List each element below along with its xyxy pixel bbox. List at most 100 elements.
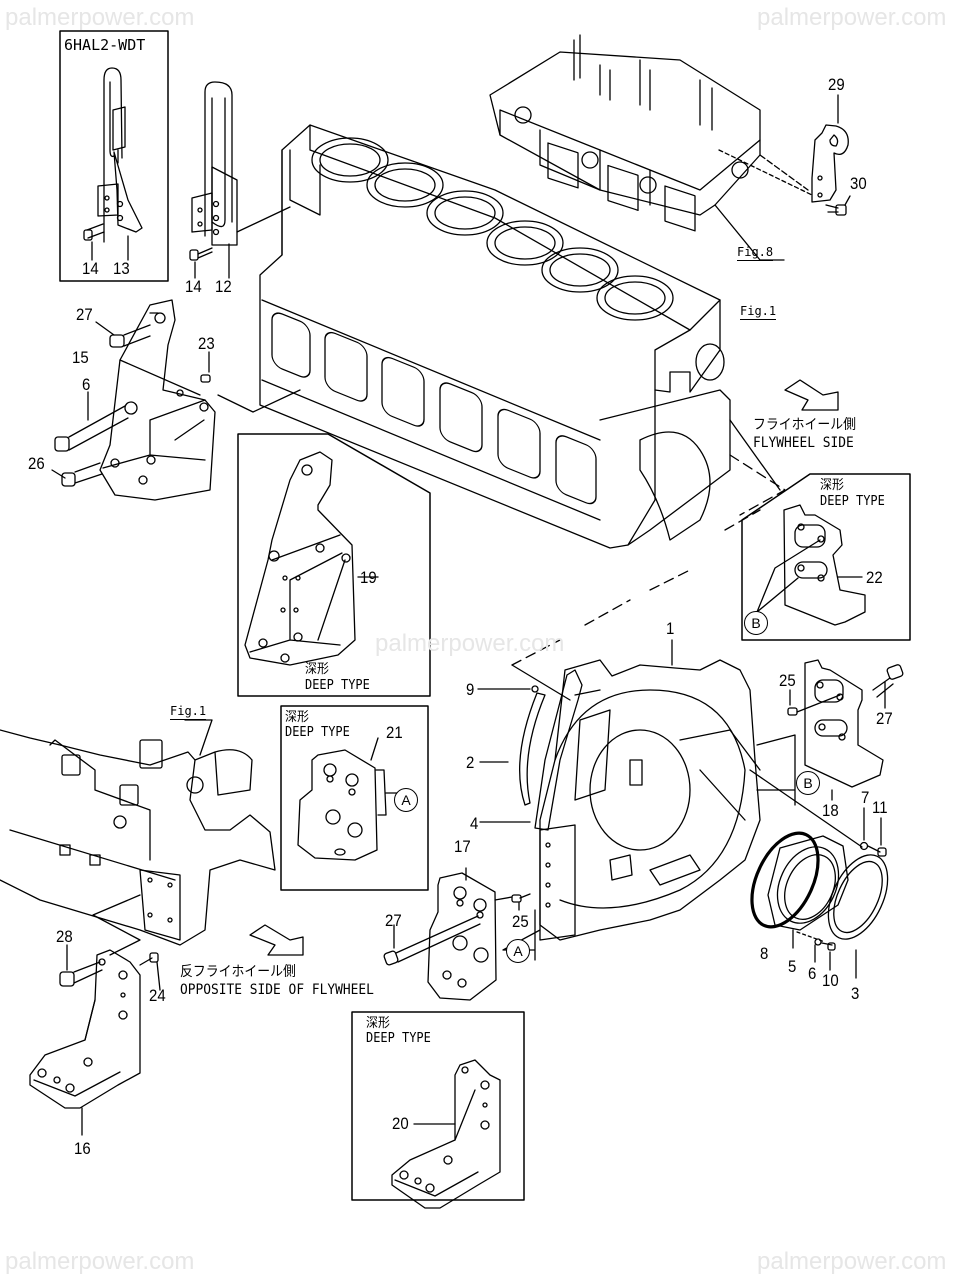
- dowel-24: [139, 952, 161, 991]
- part-label[interactable]: 22: [866, 568, 883, 587]
- ref-marker-b: B: [796, 771, 820, 795]
- opposite-side-label-en: OPPOSITE SIDE OF FLYWHEEL: [180, 982, 374, 998]
- part-label[interactable]: 6: [82, 375, 91, 394]
- dowel-25-right: [787, 689, 841, 716]
- bolt-14-left: [83, 223, 129, 261]
- engine-mount-bracket-18: [804, 659, 884, 801]
- leader-lines: [92, 894, 141, 956]
- bolt-30: [825, 195, 851, 216]
- gasket-4: [534, 669, 583, 831]
- part-label[interactable]: 25: [779, 671, 796, 690]
- bolt-10: [821, 942, 836, 971]
- part-label[interactable]: 28: [56, 927, 73, 946]
- inset-box-model-variant: [59, 30, 169, 282]
- part-label[interactable]: 12: [215, 277, 232, 296]
- engine-mount-bracket-21: [297, 737, 399, 861]
- dashed-assembly-line: [511, 569, 691, 666]
- washer-7: [859, 807, 869, 851]
- bolt-26: [51, 462, 103, 487]
- ref-marker-a: A: [506, 939, 530, 963]
- part-label[interactable]: 27: [385, 911, 402, 930]
- part-label[interactable]: 6: [808, 964, 817, 983]
- flywheel-side-label-en: FLYWHEEL SIDE: [753, 435, 854, 451]
- part-label[interactable]: 14: [185, 277, 202, 296]
- bolt-28: [59, 944, 103, 987]
- flywheel-side-label-jp: フライホイール側: [753, 417, 857, 433]
- bolt-27-mid: [383, 915, 481, 966]
- part-label[interactable]: 2: [466, 753, 475, 772]
- leader-lines: [479, 639, 673, 823]
- part-label[interactable]: 14: [82, 259, 99, 278]
- cylinder-block: [259, 124, 781, 549]
- part-label[interactable]: 26: [28, 454, 45, 473]
- watermark: palmerpower.com: [5, 4, 195, 31]
- figure-ref-fig8[interactable]: Fig.8: [737, 245, 774, 261]
- engine-mount-bracket-22: [756, 504, 866, 626]
- flywheel-housing: [539, 659, 761, 941]
- oil-seal-case-5: [767, 835, 849, 949]
- cylinder-block-opposite-side: [0, 719, 276, 946]
- part-label[interactable]: 3: [851, 984, 860, 1003]
- dashed-assembly-line: [724, 454, 786, 531]
- deep-type-caption-en: DEEP TYPE: [820, 494, 885, 509]
- deep-type-caption-en: DEEP TYPE: [285, 725, 350, 740]
- deep-type-caption-jp: 深形: [820, 478, 844, 493]
- watermark: palmerpower.com: [757, 1248, 947, 1275]
- part-label[interactable]: 7: [861, 788, 870, 807]
- bolt-11: [867, 817, 887, 857]
- deep-type-caption-jp: 深形: [305, 662, 329, 677]
- dowel-25-mid: [494, 893, 531, 911]
- deep-type-caption-en: DEEP TYPE: [305, 678, 370, 693]
- leader-line: [749, 769, 863, 848]
- cylinder-head: [489, 34, 809, 261]
- part-label[interactable]: 13: [113, 259, 130, 278]
- bolt-27-right: [872, 664, 904, 709]
- part-label[interactable]: 10: [822, 971, 839, 990]
- part-label[interactable]: 17: [454, 837, 471, 856]
- part-label[interactable]: 5: [788, 957, 797, 976]
- watermark: palmerpower.com: [5, 1248, 195, 1275]
- gasket-2: [518, 692, 546, 806]
- engine-mount-bracket-17: [427, 867, 497, 1001]
- figure-ref-fig1[interactable]: Fig.1: [170, 704, 207, 720]
- part-label[interactable]: 30: [850, 174, 867, 193]
- ref-marker-b: B: [744, 611, 768, 635]
- part-label[interactable]: 18: [822, 801, 839, 820]
- part-label[interactable]: 11: [872, 798, 888, 817]
- part-label[interactable]: 27: [76, 305, 93, 324]
- lifting-eye-13: [97, 67, 143, 243]
- bolt-14-mid: [189, 243, 230, 279]
- part-label[interactable]: 23: [198, 334, 215, 353]
- part-label[interactable]: 19: [360, 568, 377, 587]
- dowel-pin-23: [200, 351, 211, 383]
- inset-box-deep-type-21: [280, 705, 429, 891]
- inset-box-deep-type-19: [237, 433, 431, 697]
- dowel-9: [477, 685, 539, 693]
- part-label[interactable]: 25: [512, 912, 529, 931]
- opposite-side-label-jp: 反フライホイール側: [180, 964, 296, 980]
- deep-type-caption-jp: 深形: [285, 710, 309, 725]
- part-label[interactable]: 4: [470, 814, 479, 833]
- part-label[interactable]: 20: [392, 1114, 409, 1133]
- part-label[interactable]: 21: [386, 723, 403, 742]
- dashed-assembly-line: [796, 931, 826, 943]
- part-label[interactable]: 27: [876, 709, 893, 728]
- part-label[interactable]: 16: [74, 1139, 91, 1158]
- part-label[interactable]: 24: [149, 986, 166, 1005]
- part-label[interactable]: 1: [666, 619, 675, 638]
- lifting-bracket-29: [811, 94, 849, 203]
- inset-box-deep-type-22: [741, 473, 911, 641]
- part-label[interactable]: 29: [828, 75, 845, 94]
- lifting-eye-12: [191, 81, 291, 246]
- deep-type-caption-jp: 深形: [366, 1016, 390, 1031]
- part-label[interactable]: 15: [72, 348, 89, 367]
- part-label[interactable]: 9: [466, 680, 475, 699]
- arrow-opposite-side-icon: [249, 924, 304, 956]
- leader-line: [217, 389, 301, 413]
- dashed-assembly-line: [718, 149, 813, 196]
- oil-seal-3: [827, 854, 889, 979]
- part-label[interactable]: 8: [760, 944, 769, 963]
- figure-ref-fig1[interactable]: Fig.1: [740, 304, 777, 320]
- inset-box-deep-type-20: [351, 1011, 525, 1201]
- model-variant-title: 6HAL2-WDT: [64, 36, 146, 54]
